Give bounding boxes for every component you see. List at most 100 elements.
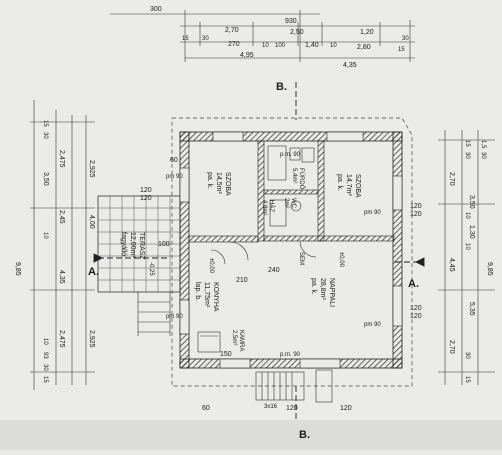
dim-left-2925b: 2,925	[88, 330, 95, 348]
room-szoba-left: SZOBA 14,5m² pa. k.	[206, 172, 231, 196]
dim-left-2475a: 2,475	[58, 150, 65, 168]
room-szoba-right-floor: pa. k.	[336, 174, 343, 191]
dim-top-15a: 15	[182, 36, 189, 42]
dim-right-30b: 30	[464, 352, 470, 359]
label-120-c: 120	[410, 203, 422, 210]
dim-right-270a: 2,70	[448, 172, 455, 186]
label-60-a: 60	[170, 157, 178, 164]
label-pm90-f: pm 90	[364, 322, 381, 328]
room-furdo-name: FÜRDŐ	[298, 168, 305, 190]
room-terasz-name: TERASZ	[138, 232, 145, 260]
dim-right-30a: 30	[464, 152, 470, 159]
section-mark-a-left: A.	[88, 266, 99, 278]
label-120-g: 120	[286, 405, 298, 412]
top-dimension-chains	[110, 10, 415, 62]
dim-top-10a: 10	[262, 43, 269, 49]
dim-right-535: 5,35	[468, 302, 475, 316]
dim-top-10b: 10	[330, 43, 337, 49]
dim-left-30a: 30	[42, 132, 48, 139]
dim-left-435: 4,35	[58, 270, 65, 284]
level-terasz: -0,25	[148, 262, 154, 276]
label-60-b: 60	[202, 405, 210, 412]
label-pm90-b: pm 90	[166, 314, 183, 320]
label-210: 210	[236, 277, 248, 284]
dim-left-15a: 15	[42, 120, 48, 127]
opening-labels: pm 90 pm 90 p.m. 90 p.m. 90 pm 90 pm 90 …	[140, 152, 422, 412]
dim-top-250: 2,50	[290, 29, 304, 36]
dim-right-270b: 2,70	[448, 340, 455, 354]
room-wc: WC 2m²	[283, 198, 296, 209]
paper-shadow	[0, 420, 502, 450]
section-mark-b-bottom: B.	[299, 429, 310, 441]
room-labels: SZOBA 14,5m² pa. k. SZOBA 14,7m² pa. k. …	[120, 168, 361, 351]
dim-left-30b: 30	[42, 364, 48, 371]
dim-top-280: 2,80	[357, 44, 371, 51]
room-nappali-floor: pa. k.	[310, 278, 317, 295]
dim-left-245: 2,45	[58, 210, 65, 224]
right-dimension-labels: 9,85 15 30 3,50 10 1,30 10 5,35 30 15 2,…	[448, 140, 493, 383]
dim-left-10a: 10	[42, 232, 48, 239]
dim-right-30c: 30	[480, 152, 486, 159]
label-120-h: 120	[340, 405, 352, 412]
label-pm90-a: pm 90	[166, 174, 183, 180]
room-kamra-name: KAMRA	[238, 330, 244, 351]
dim-left-15b: 15	[42, 376, 48, 383]
label-100: 100	[158, 241, 170, 248]
label-240: 240	[268, 267, 280, 274]
dim-left-10b: 10	[42, 338, 48, 345]
room-konyha-area: 11,75m²	[203, 282, 210, 308]
room-konyha-floor: lap. b.	[194, 282, 201, 301]
label-pm90-e: pm 90	[364, 210, 381, 216]
left-dimension-labels: 9,85 2,925 4,00 2,925 2,475 2,45 4,35 2,…	[14, 120, 95, 383]
dim-right-10a: 10	[464, 212, 470, 219]
dim-top-120: 1,20	[360, 29, 374, 36]
dim-right-15b: 15	[464, 376, 470, 383]
section-mark-b-top: B.	[276, 81, 287, 93]
entry-stair	[255, 369, 333, 403]
top-dimension-labels: 300 930 2,70 2,50 1,20 30 15 30 270 10 1…	[150, 6, 409, 69]
dim-right-130: 1,30	[468, 225, 475, 239]
room-furdo: FÜRDŐ 5,4m²	[291, 168, 305, 190]
room-terasz-area: 12,00m²	[129, 232, 136, 258]
room-haz-area: 4,8m²	[261, 200, 267, 215]
dim-top-30: 30	[402, 36, 409, 42]
section-mark-a-right: A.	[408, 278, 419, 290]
dim-right-15c: 1,5	[480, 140, 486, 149]
dim-left-985: 9,85	[14, 262, 21, 276]
room-kamra: KAMRA 2,5m²	[231, 330, 244, 351]
interior-walls	[188, 140, 395, 243]
room-kamra-area: 2,5m²	[231, 330, 237, 345]
label-sem: SEM	[298, 252, 304, 265]
dim-top-100: 100	[275, 43, 286, 49]
door-swings	[210, 240, 317, 265]
dim-right-985: 9,85	[486, 262, 493, 276]
room-terasz: TERASZ 12,00m² fagyálló	[120, 232, 145, 260]
stair-steps: 3x16	[264, 404, 278, 410]
dim-left-2925a: 2,925	[88, 160, 95, 178]
room-nappali: NAPPALI 28,8m² pa. k.	[310, 278, 335, 307]
label-pm90-d: p.m. 90	[280, 352, 301, 358]
label-120-b: 120	[140, 195, 152, 202]
room-szoba-right: SZOBA 14,7m² pa. k.	[336, 174, 361, 198]
eaves-outline	[171, 117, 413, 387]
dim-top-435: 4,35	[343, 62, 357, 69]
dim-left-350: 3,50	[42, 172, 49, 186]
room-konyha-name: KONYHA	[212, 282, 219, 312]
dim-right-10b: 10	[464, 243, 470, 250]
label-pm90-c: p.m. 90	[280, 152, 301, 158]
left-dimension-chains	[30, 100, 95, 390]
level-main: ±0,00	[338, 252, 344, 268]
right-dimension-chains	[438, 130, 495, 385]
dim-right-445: 4,45	[448, 258, 455, 272]
window-openings	[179, 131, 403, 369]
dim-right-15a: 15	[464, 140, 470, 147]
dim-top-270b: 270	[228, 41, 240, 48]
fixtures	[197, 145, 315, 353]
room-szoba-left-floor: pa. k.	[206, 172, 213, 189]
room-szoba-left-name: SZOBA	[224, 172, 231, 196]
label-150: 150	[220, 351, 232, 358]
label-120-f: 120	[410, 313, 422, 320]
dim-right-350: 3,50	[468, 195, 475, 209]
